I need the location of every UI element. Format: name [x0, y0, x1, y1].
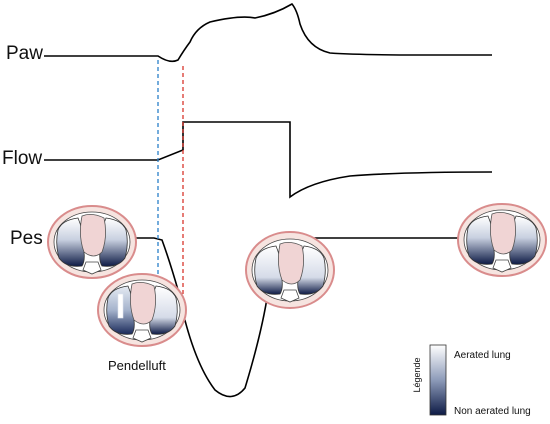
- ct-slice-baseline: [47, 205, 137, 279]
- pes-label: Pes: [10, 228, 43, 249]
- legend-non-aerated-label: Non aerated lung: [454, 406, 531, 417]
- legend-title: Légende: [412, 357, 422, 393]
- paw-trace: [44, 2, 492, 63]
- paw-label: Paw: [6, 43, 43, 64]
- ct-slice-pendelluft: [97, 273, 187, 347]
- flow-label: Flow: [2, 148, 43, 169]
- pendelluft-label: Pendelluft: [108, 358, 166, 373]
- legend-aerated-label: Aerated lung: [454, 350, 511, 361]
- flow-trace: [44, 121, 493, 199]
- pes-trace: [48, 237, 460, 398]
- pendelluft-arrow-icon: [117, 293, 124, 319]
- legend-gradient-bar: [429, 344, 447, 416]
- ct-slice-end-inspiration: [245, 231, 335, 309]
- ct-slice-expiration: [457, 203, 547, 277]
